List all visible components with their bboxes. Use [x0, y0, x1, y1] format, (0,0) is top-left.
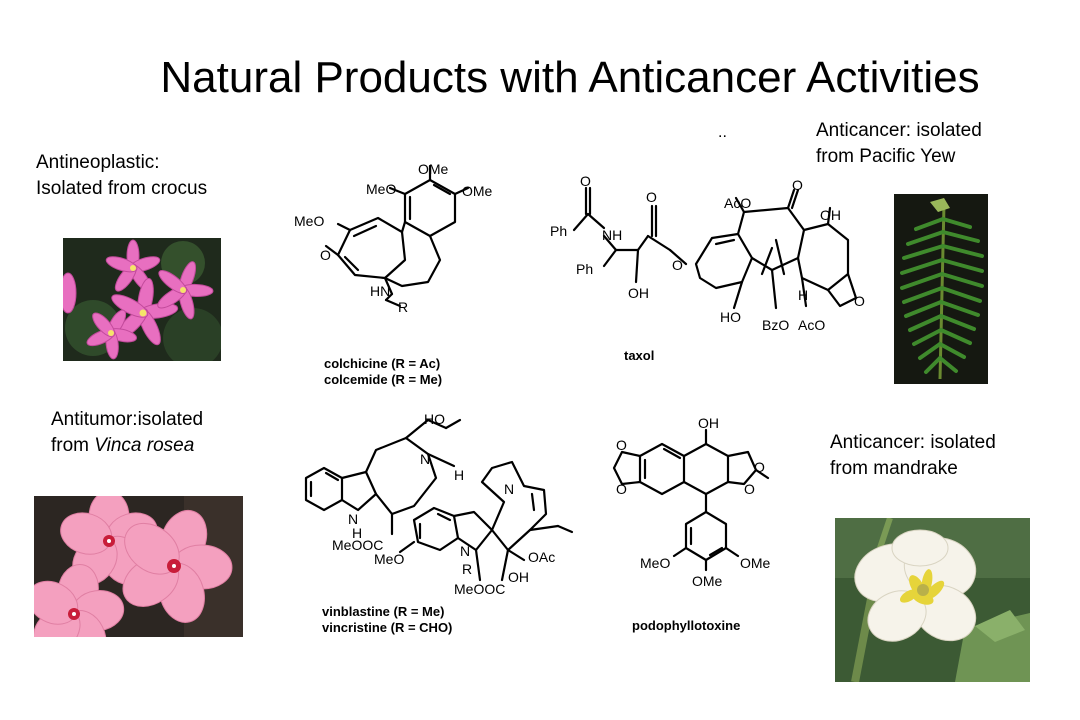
- vinblastine-name: vinblastine (R = Me): [322, 604, 444, 619]
- colchicine-label-ome-top: OMe: [418, 161, 449, 177]
- colcemide-name: colcemide (R = Me): [324, 372, 442, 387]
- slide-title: Natural Products with Anticancer Activit…: [160, 53, 980, 102]
- caption-yew: Anticancer: isolated from Pacific Yew: [816, 118, 982, 170]
- taxol-label-o3: O: [672, 257, 683, 273]
- taxol-label-ph1: Ph: [550, 223, 567, 239]
- vincristine-name: vincristine (R = CHO): [322, 620, 452, 635]
- colchicine-label-r: R: [398, 299, 408, 315]
- taxol-name: taxol: [624, 348, 654, 363]
- vinblastine-label-h1: H: [454, 467, 464, 483]
- caption-vinca-italic: Vinca rosea: [94, 435, 195, 456]
- mandrake-photo: [835, 518, 1030, 682]
- taxol-label-o4: O: [792, 177, 803, 193]
- podophyllotoxine-label-o3: O: [754, 459, 765, 475]
- taxol-label-aco2: AcO: [798, 317, 825, 333]
- podophyllotoxine-label-oh: OH: [698, 415, 719, 431]
- taxol-label-h: H: [798, 287, 808, 303]
- podophyllotoxine-label-o1: O: [616, 437, 627, 453]
- vinblastine-label-r: R: [462, 561, 472, 577]
- vinblastine-structure: HO N H N H N MeOOC MeO N R OAc MeOOC OH …: [304, 411, 574, 635]
- podophyllotoxine-label-o2: O: [616, 481, 627, 497]
- taxol-structure: O Ph NH O Ph O OH AcO O OH HO BzO H AcO …: [550, 173, 865, 363]
- taxol-label-oh1: OH: [628, 285, 649, 301]
- vinca-photo: [34, 496, 243, 637]
- vinblastine-label-n1: N: [420, 451, 430, 467]
- podophyllotoxine-label-o4: O: [744, 481, 755, 497]
- vinblastine-label-n2: N: [348, 511, 358, 527]
- vinblastine-label-ho: HO: [424, 411, 445, 427]
- taxol-label-o5: O: [854, 293, 865, 309]
- taxol-label-oh2: OH: [820, 207, 841, 223]
- vinblastine-label-h2: H: [352, 525, 362, 541]
- yew-photo: [894, 194, 988, 384]
- colchicine-label-ome-right: OMe: [462, 183, 493, 199]
- colchicine-name: colchicine (R = Ac): [324, 356, 440, 371]
- colchicine-label-meo-left: MeO: [294, 213, 324, 229]
- podophyllotoxine-label-meo: MeO: [640, 555, 670, 571]
- caption-mandrake-line2: from mandrake: [830, 458, 958, 479]
- taxol-label-o2: O: [646, 189, 657, 205]
- vinblastine-label-oac: OAc: [528, 549, 555, 565]
- taxol-label-aco1: AcO: [724, 195, 751, 211]
- vinblastine-label-n3: N: [504, 481, 514, 497]
- vinblastine-label-oh: OH: [508, 569, 529, 585]
- caption-vinca-line1: Antitumor:isolated: [51, 409, 204, 430]
- caption-yew-line2: from Pacific Yew: [816, 146, 956, 167]
- colchicine-structure: OMe MeO OMe MeO O HN R colchicine (R = A…: [294, 161, 493, 387]
- caption-yew-line1: Anticancer: isolated: [816, 120, 982, 141]
- podophyllotoxine-label-ome-right: OMe: [740, 555, 771, 571]
- caption-mandrake-line1: Anticancer: isolated: [830, 432, 996, 453]
- caption-vinca: Antitumor:isolated from Vinca rosea: [51, 407, 203, 459]
- caption-crocus: Antineoplastic: Isolated from crocus: [36, 150, 207, 202]
- podophyllotoxine-name: podophyllotoxine: [632, 618, 740, 633]
- podophyllotoxine-structure: OH O O O O MeO OMe OMe podophyllotoxine: [612, 415, 771, 633]
- vinblastine-label-n4: N: [460, 543, 470, 559]
- caption-mandrake: Anticancer: isolated from mandrake: [830, 430, 996, 482]
- colchicine-label-o: O: [320, 247, 331, 263]
- crocus-photo: [63, 238, 221, 361]
- colchicine-label-meo: MeO: [366, 181, 396, 197]
- taxol-label-o1: O: [580, 173, 591, 189]
- taxol-label-bzo: BzO: [762, 317, 789, 333]
- taxol-label-nh: NH: [602, 227, 622, 243]
- vinblastine-label-meooc2: MeOOC: [454, 581, 505, 597]
- podophyllotoxine-label-ome-bottom: OMe: [692, 573, 723, 589]
- vinblastine-label-meooc1: MeOOC: [332, 537, 383, 553]
- taxol-label-ph2: Ph: [576, 261, 593, 277]
- caption-vinca-line2: from Vinca rosea: [51, 433, 203, 459]
- caption-vinca-prefix: from: [51, 435, 95, 456]
- caption-crocus-line2: Isolated from crocus: [36, 178, 208, 199]
- taxol-label-ho: HO: [720, 309, 741, 325]
- caption-crocus-line1: Antineoplastic:: [36, 152, 160, 173]
- colchicine-label-hn: HN: [370, 283, 390, 299]
- stray-mark: ..: [718, 124, 727, 141]
- vinblastine-label-meo: MeO: [374, 551, 404, 567]
